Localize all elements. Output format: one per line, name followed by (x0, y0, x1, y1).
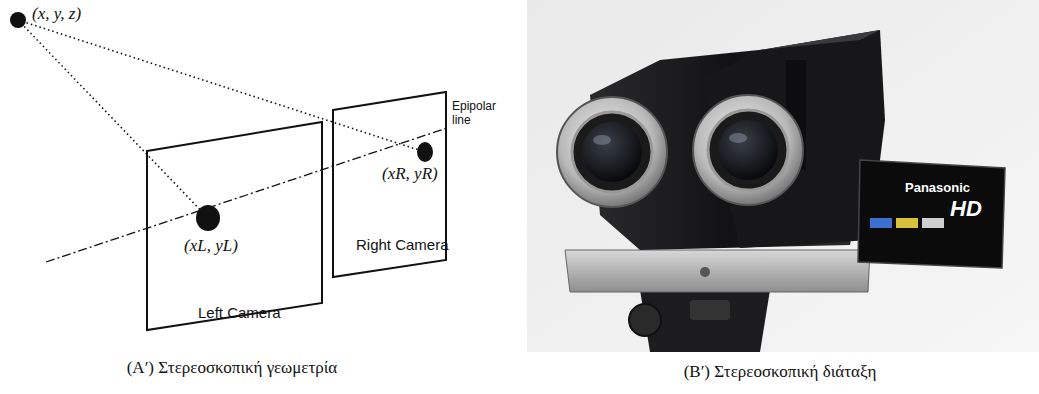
line-label: Epipolar line (452, 100, 498, 128)
brand-label-holder: HD (950, 196, 982, 221)
brand-label: HD (950, 196, 982, 221)
subfigure-caption-holder: (Α′) Στερεοσκοπική γεωμετρία (127, 358, 338, 378)
subfigure-caption-holder: (Β′) Στερεοσκοπική διάταξη (684, 362, 877, 382)
projection-ray (18, 20, 425, 152)
subfigure-caption: (Α′) Στερεοσκοπική γεωμετρία (127, 358, 338, 378)
point-label-holder: (xR, yR) (382, 164, 438, 184)
left-image-point (196, 205, 220, 231)
subfigure-caption: (Β′) Στερεοσκοπική διάταξη (684, 362, 877, 382)
stereo-rig-photo (527, 0, 1039, 352)
line-label-holder: Epipolar line (452, 100, 498, 128)
world-point (10, 12, 26, 28)
camera-label: Right Camera (356, 236, 449, 253)
point-label: (x, y, z) (32, 4, 81, 24)
point-label-holder: (x, y, z) (32, 4, 81, 24)
stereo-geometry (10, 12, 447, 330)
left-image-plane (147, 122, 322, 330)
camera-label-holder: Left Camera (198, 304, 281, 322)
camera-label: Left Camera (198, 304, 281, 321)
camera-label-holder: Right Camera (356, 236, 449, 254)
point-label: (xR, yR) (382, 164, 438, 184)
point-label: (xL, yL) (184, 236, 238, 256)
right-image-point (417, 142, 433, 162)
brand-label-holder: Panasonic (905, 178, 970, 196)
brand-label: Panasonic (905, 181, 970, 196)
point-label-holder: (xL, yL) (184, 236, 238, 256)
projection-ray (18, 20, 208, 218)
